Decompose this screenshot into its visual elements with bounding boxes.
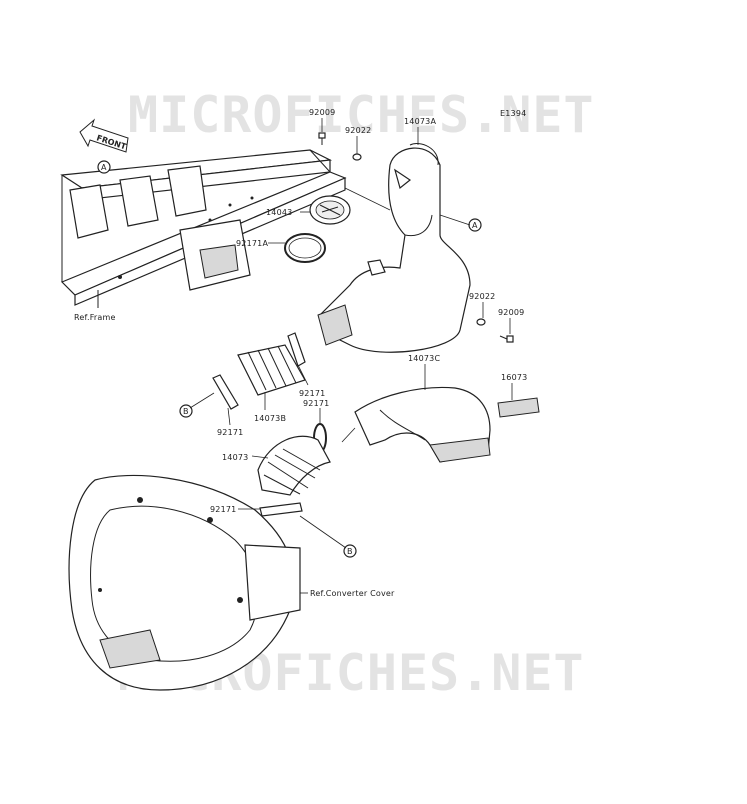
- svg-text:B: B: [183, 407, 189, 416]
- part-14073B-boot: [237, 344, 306, 396]
- label-14073C: 14073C: [408, 354, 440, 363]
- clamp-92171-d: [259, 502, 303, 517]
- part-14073C-duct: [354, 386, 491, 463]
- duct-14073A: [317, 143, 471, 353]
- label-14073: 14073: [222, 453, 248, 462]
- diagram-code: E1394: [500, 109, 526, 118]
- bolt-92009-top: [318, 132, 326, 145]
- svg-text:A: A: [101, 163, 107, 172]
- part-92171A-clamp: [284, 233, 326, 263]
- label-16073: 16073: [501, 373, 527, 382]
- callout-a-right: A: [468, 218, 482, 232]
- svg-text:B: B: [347, 547, 353, 556]
- svg-text:A: A: [472, 221, 478, 230]
- label-14043: 14043: [266, 208, 292, 217]
- callout-a-left: A: [97, 160, 111, 174]
- frame-illustration: [60, 149, 347, 306]
- washer-92022-top: [352, 153, 362, 161]
- part-16073-label: [497, 397, 540, 418]
- callout-b-left: B: [179, 404, 193, 418]
- converter-cover-illustration: [68, 474, 301, 691]
- part-14073-elbow: [257, 435, 331, 496]
- front-arrow-icon: FRONT: [79, 118, 129, 153]
- washer-92022-right: [476, 318, 486, 326]
- label-14073A: 14073A: [404, 117, 436, 126]
- label-14073B: 14073B: [254, 414, 286, 423]
- label-92171-b: 92171: [303, 399, 329, 408]
- label-92171-a: 92171: [299, 389, 325, 398]
- clamp-92171-b: [287, 332, 306, 367]
- label-92171A: 92171A: [236, 239, 268, 248]
- part-14043-screen: [309, 195, 351, 225]
- leader-lines: [189, 118, 513, 594]
- ref-frame-label: Ref.Frame: [74, 313, 116, 322]
- watermark-top: MICROFICHES.NET: [128, 86, 595, 144]
- label-92009-top: 92009: [309, 108, 335, 117]
- label-92022-top: 92022: [345, 126, 371, 135]
- clamp-92171-a: [212, 374, 239, 410]
- label-92022-right: 92022: [469, 292, 495, 301]
- label-92009-right: 92009: [498, 308, 524, 317]
- ref-converter-label: Ref.Converter Cover: [310, 589, 395, 598]
- label-92171-c: 92171: [217, 428, 243, 437]
- bolt-92009-right: [499, 335, 514, 343]
- label-92171-d: 92171: [210, 505, 236, 514]
- callout-b-right: B: [343, 544, 357, 558]
